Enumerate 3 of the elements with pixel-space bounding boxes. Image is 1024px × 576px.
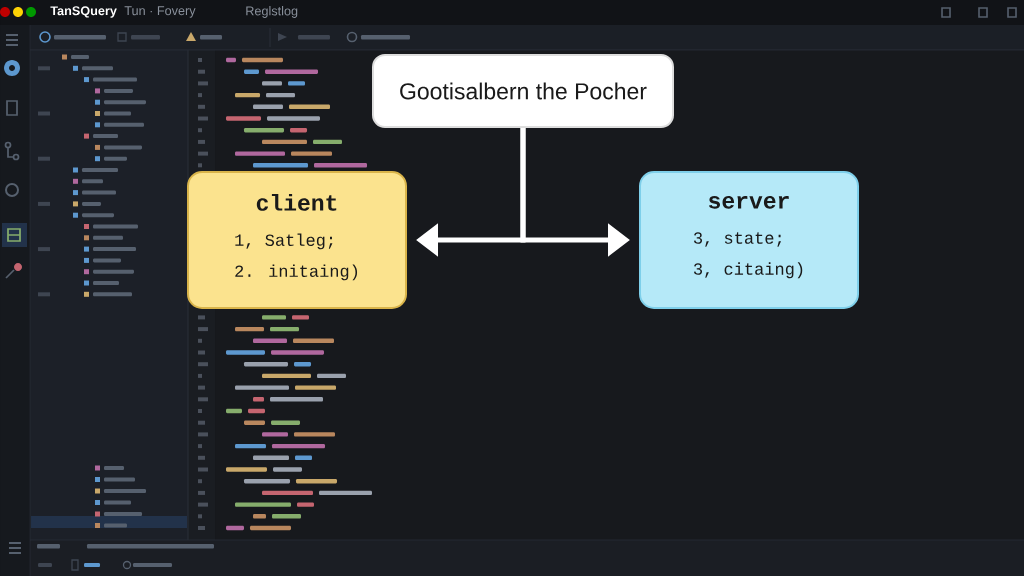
tab-label: Reglstlog	[246, 6, 298, 18]
tab-label: TanSQuery	[50, 6, 117, 18]
tab-label: Tun · Fovery	[124, 6, 196, 18]
